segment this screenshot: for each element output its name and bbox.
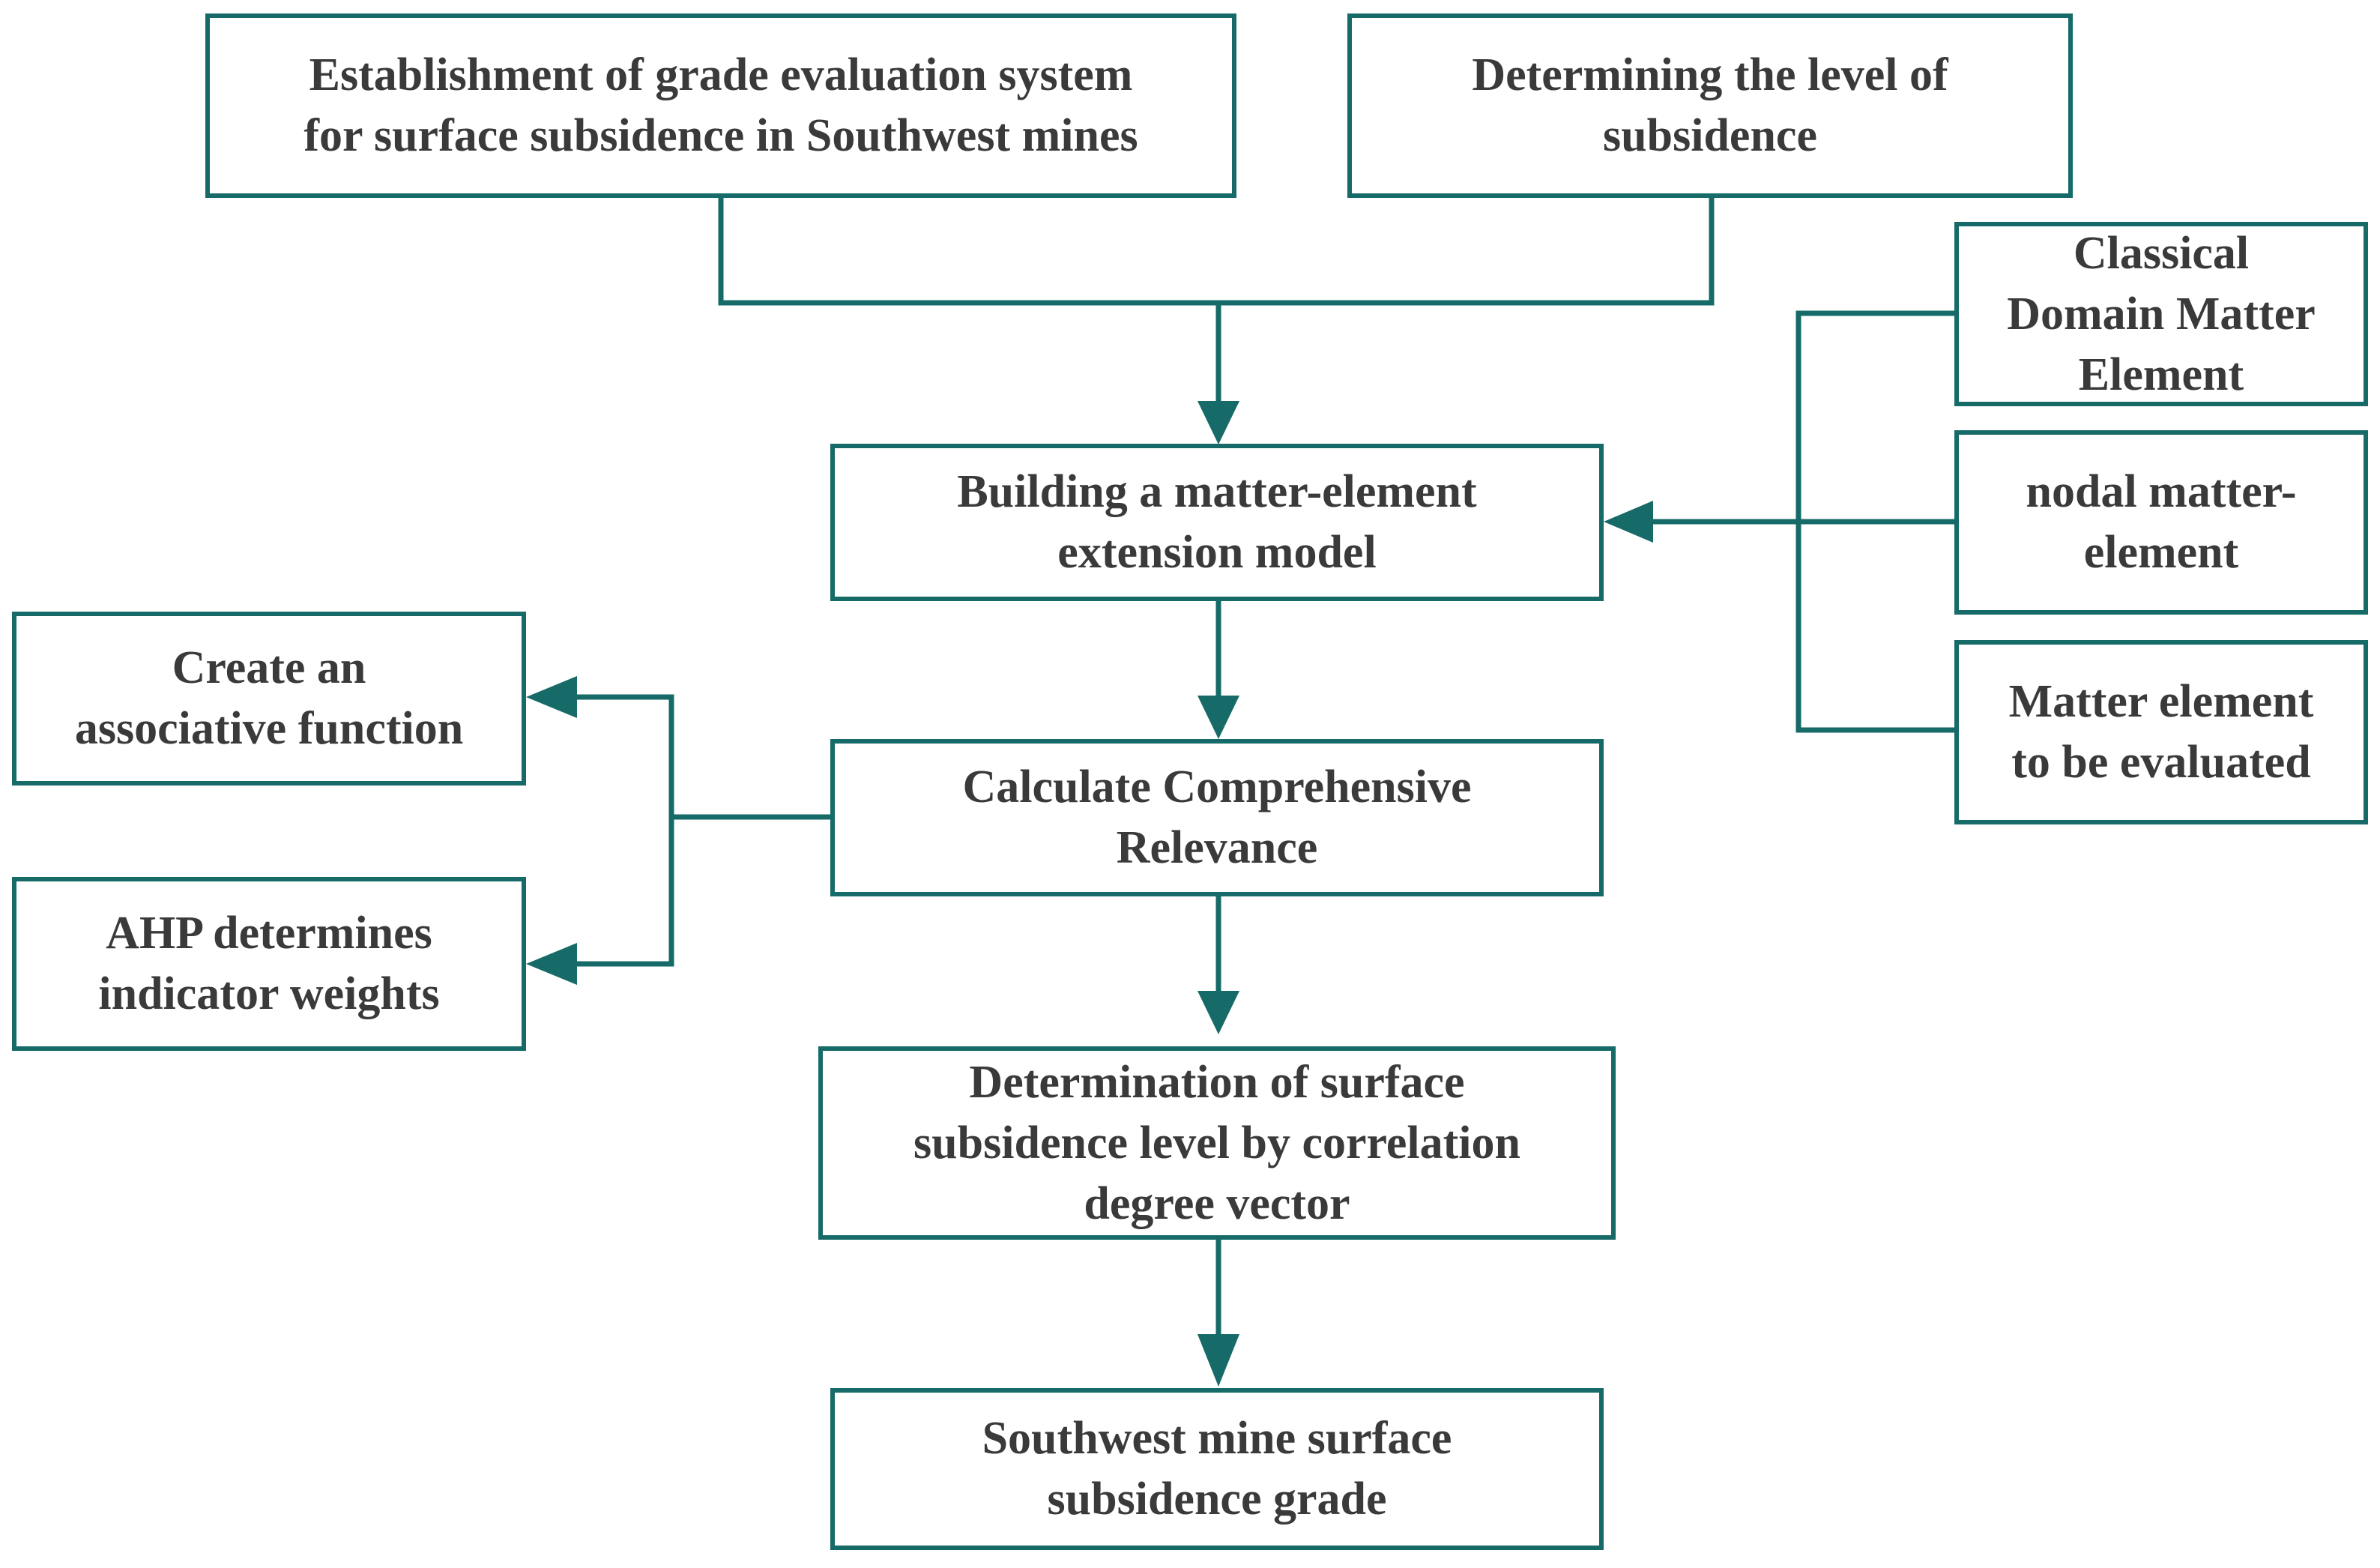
calculate-relevance-label: Calculate Comprehensive Relevance: [962, 762, 1472, 873]
nodal-matter-label: nodal matter- element: [2026, 466, 2297, 578]
nodal-matter-box: nodal matter- element: [1954, 430, 2368, 615]
create-function-label: Create an associative function: [74, 642, 464, 754]
building-model-box: Building a matter-element extension mode…: [830, 444, 1604, 601]
calculate-relevance-box: Calculate Comprehensive Relevance: [830, 739, 1604, 896]
arrowhead-into-relevance: [1197, 696, 1239, 739]
connector-determining-level: [1215, 193, 1715, 306]
arrowhead-into-model-right: [1604, 501, 1653, 543]
determination-level-label: Determination of surface subsidence leve…: [913, 1056, 1520, 1229]
connector-left-bracket-lower: [567, 814, 674, 967]
establishment-box: Establishment of grade evaluation system…: [205, 13, 1236, 198]
create-function-box: Create an associative function: [12, 612, 526, 785]
classical-domain-label: Classical Domain Matter Element: [2007, 227, 2316, 400]
arrowhead-into-create-function: [526, 676, 577, 718]
classical-domain-box: Classical Domain Matter Element: [1954, 222, 2368, 406]
connector-establishment: [718, 193, 1221, 306]
determining-level-label: Determining the level of subsidence: [1472, 49, 1948, 161]
matter-evaluated-label: Matter element to be evaluated: [2008, 676, 2314, 788]
final-grade-box: Southwest mine surface subsidence grade: [830, 1388, 1604, 1550]
determining-level-box: Determining the level of subsidence: [1347, 13, 2073, 198]
arrowhead-into-grade: [1197, 1334, 1239, 1387]
arrowhead-into-model: [1197, 401, 1239, 444]
arrowhead-into-ahp: [526, 943, 577, 985]
matter-evaluated-box: Matter element to be evaluated: [1954, 640, 2368, 824]
arrowhead-into-determination: [1197, 991, 1239, 1034]
establishment-label: Establishment of grade evaluation system…: [303, 49, 1138, 161]
ahp-weights-label: AHP determines indicator weights: [98, 908, 440, 1019]
ahp-weights-box: AHP determines indicator weights: [12, 877, 526, 1051]
building-model-label: Building a matter-element extension mode…: [957, 466, 1477, 578]
connector-left-bracket: [567, 694, 674, 820]
final-grade-label: Southwest mine surface subsidence grade: [982, 1413, 1452, 1525]
determination-level-box: Determination of surface subsidence leve…: [818, 1046, 1616, 1240]
